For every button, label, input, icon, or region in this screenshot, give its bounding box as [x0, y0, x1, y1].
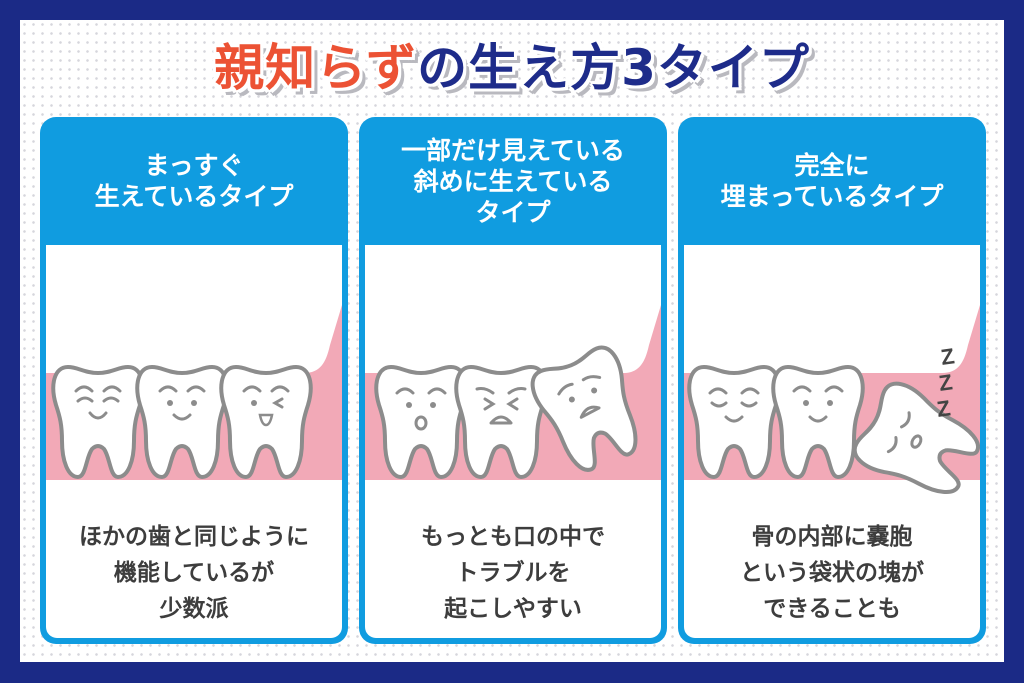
title-main: の生え方3タイプ — [417, 39, 810, 97]
card-description: 骨の内部に嚢胞 という袋状の塊が できることも — [684, 507, 980, 638]
heading-line: 完全に — [794, 151, 870, 180]
tooth-icon — [530, 345, 638, 472]
heading-line: 生えているタイプ — [94, 182, 294, 211]
heading-line: タイプ — [475, 197, 551, 227]
card-description: もっとも口の中で トラブルを 起こしやすい — [365, 507, 661, 638]
tooth-icon — [51, 364, 145, 480]
sleep-z-icon: Z — [939, 343, 956, 370]
card-upright-type: まっすぐ 生えているタイプ — [40, 117, 348, 644]
description-line: という袋状の塊が — [740, 559, 924, 586]
heading-line: 斜めに生えている — [413, 166, 613, 196]
description-line: もっとも口の中で — [421, 523, 605, 550]
card-buried-type: 完全に 埋まっているタイプ Z Z Z — [678, 117, 986, 644]
sleep-z-icon: Z — [935, 395, 952, 422]
card-tilted-type: 一部だけ見えている 斜めに生えている タイプ — [359, 117, 667, 644]
card-panel: もっとも口の中で トラブルを 起こしやすい — [365, 245, 661, 638]
tooth-icon — [454, 364, 548, 480]
tooth-icon — [219, 364, 313, 480]
tooth-icon — [771, 364, 865, 480]
tooth-icon — [135, 364, 229, 480]
page-title: 親知らずの生え方3タイプ — [0, 36, 1024, 100]
card-panel: ほかの歯と同じように 機能しているが 少数派 — [46, 245, 342, 638]
description-line: 起こしやすい — [444, 595, 582, 622]
teeth-illustration: Z Z Z — [684, 305, 980, 494]
sleep-z-icon: Z — [937, 369, 954, 396]
heading-line: 埋まっているタイプ — [720, 182, 944, 211]
description-line: ほかの歯と同じように — [79, 523, 309, 550]
description-line: トラブルを — [455, 559, 571, 586]
teeth-illustration — [365, 305, 661, 480]
teeth-illustration — [46, 305, 342, 480]
description-line: できることも — [763, 595, 901, 622]
card-heading: 完全に 埋まっているタイプ — [678, 117, 986, 245]
heading-line: 一部だけ見えている — [401, 135, 625, 165]
tooth-icon — [374, 364, 468, 480]
card-panel: Z Z Z 骨の内部に嚢胞 という袋状の塊が できることも — [684, 245, 980, 638]
tooth-icon — [687, 364, 781, 480]
card-heading: まっすぐ 生えているタイプ — [40, 117, 348, 245]
description-line: 骨の内部に嚢胞 — [751, 523, 913, 550]
card-heading: 一部だけ見えている 斜めに生えている タイプ — [359, 117, 667, 245]
buried-tooth-icon — [852, 381, 980, 494]
card-description: ほかの歯と同じように 機能しているが 少数派 — [46, 507, 342, 638]
heading-line: まっすぐ — [144, 151, 244, 180]
description-line: 少数派 — [159, 595, 229, 622]
description-line: 機能しているが — [113, 559, 275, 586]
title-accent: 親知らず — [214, 39, 418, 97]
